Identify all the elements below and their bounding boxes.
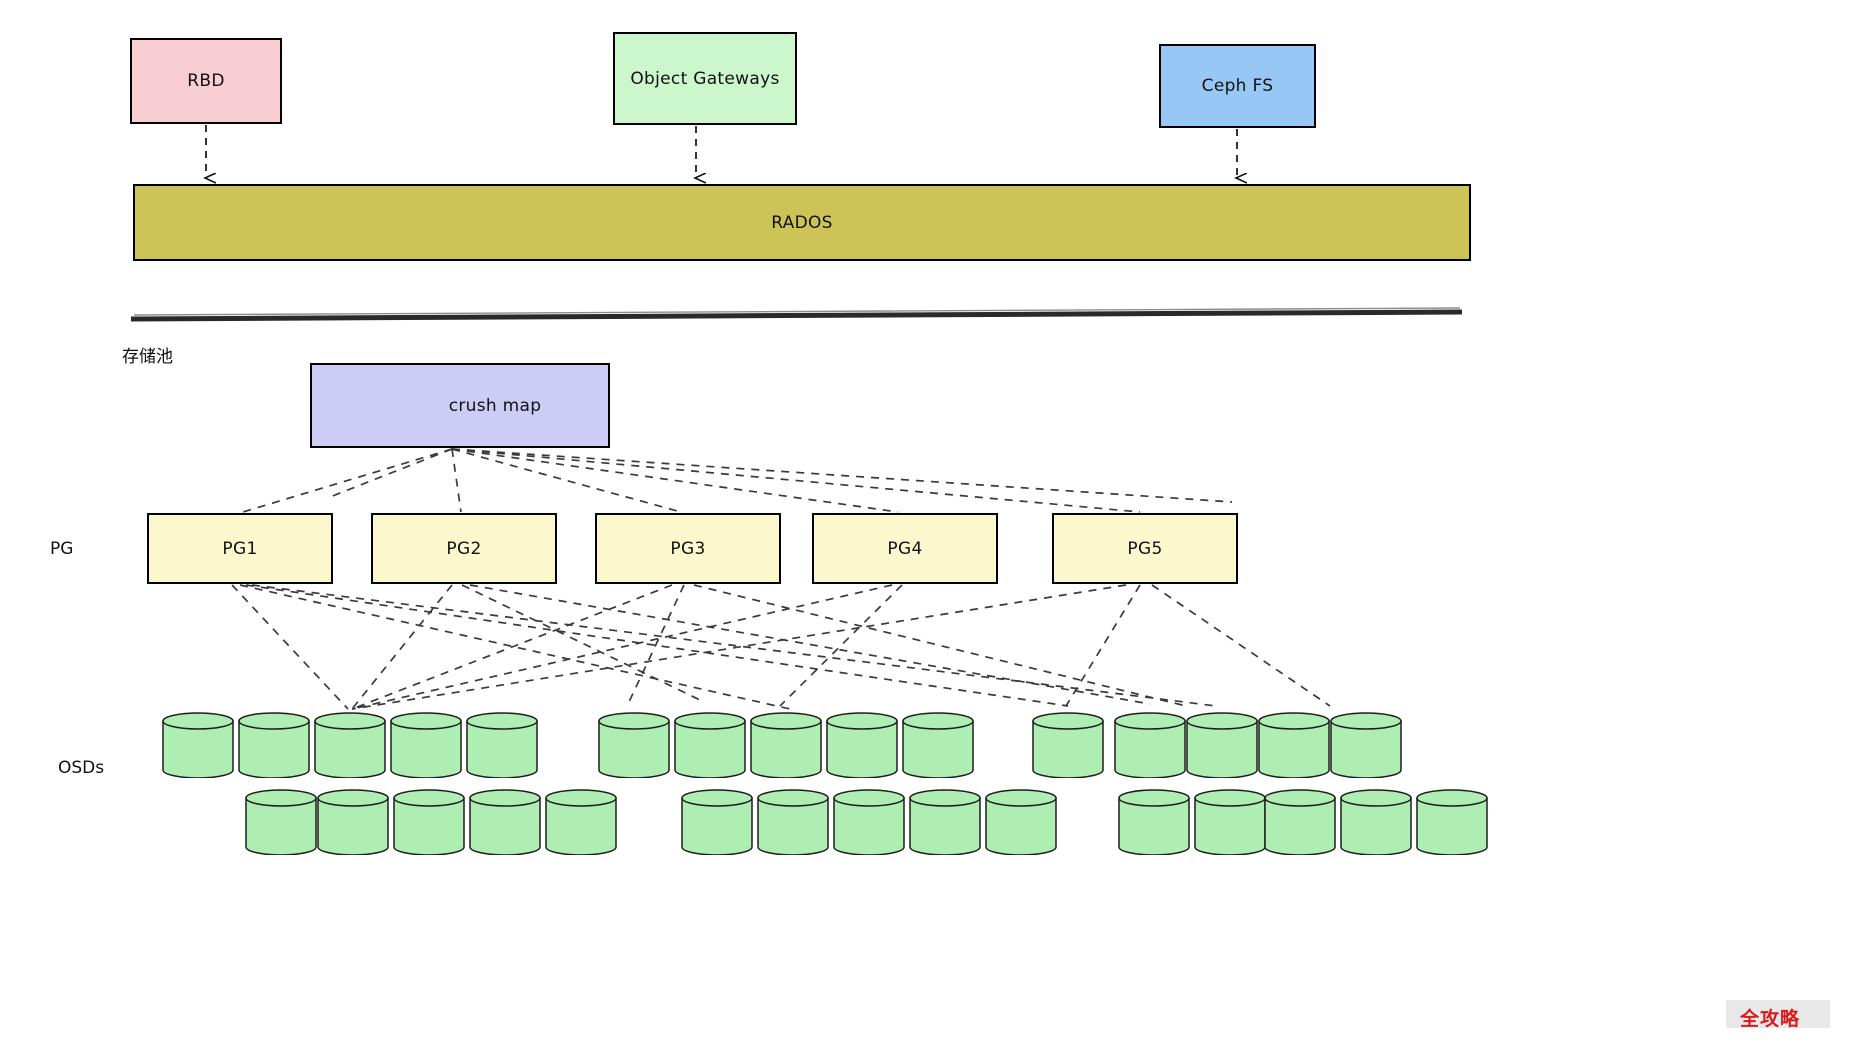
section-divider	[130, 307, 1463, 322]
osd-cylinder[interactable]	[1330, 712, 1402, 779]
node-rbd-label: RBD	[187, 71, 225, 91]
osd-cylinder[interactable]	[238, 712, 310, 779]
storage-pool-label: 存储池	[122, 342, 173, 367]
node-ceph-fs[interactable]: Ceph FS	[1159, 44, 1316, 128]
osd-cylinder[interactable]	[1416, 789, 1488, 856]
node-rbd[interactable]: RBD	[130, 38, 282, 124]
osd-cylinder[interactable]	[909, 789, 981, 856]
node-ceph-fs-label: Ceph FS	[1201, 76, 1274, 96]
osd-row-label: OSDs	[58, 758, 104, 778]
node-pg3[interactable]: PG3	[595, 513, 781, 584]
node-pg3-label: PG3	[670, 538, 706, 559]
osd-cylinder[interactable]	[317, 789, 389, 856]
watermark-plate	[1726, 1000, 1830, 1028]
pg-row-label: PG	[50, 539, 73, 559]
node-pg1[interactable]: PG1	[147, 513, 333, 584]
watermark-label: 全攻略	[1740, 1008, 1801, 1030]
osd-cylinder[interactable]	[674, 712, 746, 779]
node-rados-label: RADOS	[771, 212, 833, 233]
osd-cylinder[interactable]	[1340, 789, 1412, 856]
osd-cylinder[interactable]	[466, 712, 538, 779]
osd-cylinder[interactable]	[681, 789, 753, 856]
edges-pg-to-osd	[231, 584, 1331, 710]
node-object-gateways[interactable]: Object Gateways	[613, 32, 797, 125]
osd-cylinder[interactable]	[1264, 789, 1336, 856]
osd-cylinder[interactable]	[902, 712, 974, 779]
node-pg4-label: PG4	[887, 538, 923, 559]
osd-cylinder[interactable]	[757, 789, 829, 856]
node-rados[interactable]: RADOS	[133, 184, 1471, 261]
osd-cylinder[interactable]	[314, 712, 386, 779]
node-crush-map[interactable]: crush map	[310, 363, 610, 448]
osd-cylinder[interactable]	[1114, 712, 1186, 779]
osd-cylinder[interactable]	[545, 789, 617, 856]
node-pg4[interactable]: PG4	[812, 513, 998, 584]
storage-pool-text: 存储池	[122, 347, 173, 367]
node-pg5-label: PG5	[1127, 538, 1163, 559]
osd-cylinder[interactable]	[162, 712, 234, 779]
node-pg5[interactable]: PG5	[1052, 513, 1238, 584]
osd-row-label-text: OSDs	[58, 758, 105, 778]
pg-row-label-text: PG	[50, 539, 74, 559]
node-object-gateways-label: Object Gateways	[630, 68, 780, 89]
node-pg2[interactable]: PG2	[371, 513, 557, 584]
node-pg2-label: PG2	[446, 538, 482, 559]
osd-cylinder[interactable]	[1118, 789, 1190, 856]
osd-cylinder[interactable]	[598, 712, 670, 779]
osd-cylinder[interactable]	[469, 789, 541, 856]
edges-crushmap-to-pg	[242, 448, 1233, 513]
osd-cylinder[interactable]	[245, 789, 317, 856]
osd-cylinder[interactable]	[1186, 712, 1258, 779]
osd-cylinder[interactable]	[985, 789, 1057, 856]
node-crush-map-label: crush map	[448, 395, 542, 416]
osd-cylinder[interactable]	[1194, 789, 1266, 856]
osd-cylinder[interactable]	[833, 789, 905, 856]
node-pg1-label: PG1	[222, 538, 258, 559]
osd-cylinder[interactable]	[1032, 712, 1104, 779]
osd-cylinder[interactable]	[826, 712, 898, 779]
osd-cylinder[interactable]	[393, 789, 465, 856]
watermark-text: 全攻略	[1740, 1004, 1800, 1031]
osd-cylinder[interactable]	[390, 712, 462, 779]
osd-cylinder[interactable]	[1258, 712, 1330, 779]
osd-cylinder[interactable]	[750, 712, 822, 779]
